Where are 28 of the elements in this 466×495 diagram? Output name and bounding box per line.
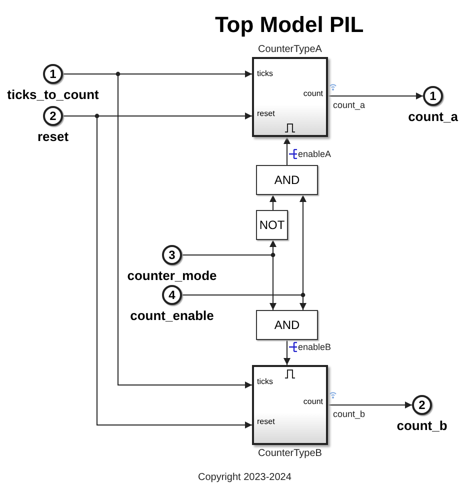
signal-name: enableB <box>298 341 332 354</box>
logic-block: NOT <box>256 210 288 240</box>
block-name: CounterTypeB <box>258 447 322 461</box>
signal-line <box>270 194 276 210</box>
port-name: ticks <box>257 70 273 78</box>
port-label: reset <box>37 128 69 146</box>
logic-block: AND <box>256 165 318 195</box>
block-name: CounterTypeA <box>258 43 322 57</box>
signal-line <box>284 340 290 366</box>
signal-name: count_b <box>333 408 366 421</box>
port-name: reset <box>257 418 275 426</box>
diagram-title: Top Model PIL <box>215 11 364 39</box>
port-name: count <box>303 398 323 406</box>
signal-line <box>328 402 412 408</box>
signal-line <box>284 136 290 166</box>
port-label: count_a <box>408 108 458 126</box>
signal-name: count_a <box>333 99 366 112</box>
copyright-note: Copyright 2023-2024 <box>198 471 292 485</box>
port-name: reset <box>257 110 275 118</box>
port-name: count <box>303 90 323 98</box>
signal-name: enableA <box>298 148 332 161</box>
signal-line <box>328 92 424 100</box>
port-label: ticks_to_count <box>7 86 99 104</box>
port-label: count_enable <box>130 307 214 325</box>
port-label: counter_mode <box>127 267 217 285</box>
port-name: ticks <box>257 378 273 386</box>
logic-block: AND <box>256 310 318 340</box>
port-label: count_b <box>396 417 448 435</box>
